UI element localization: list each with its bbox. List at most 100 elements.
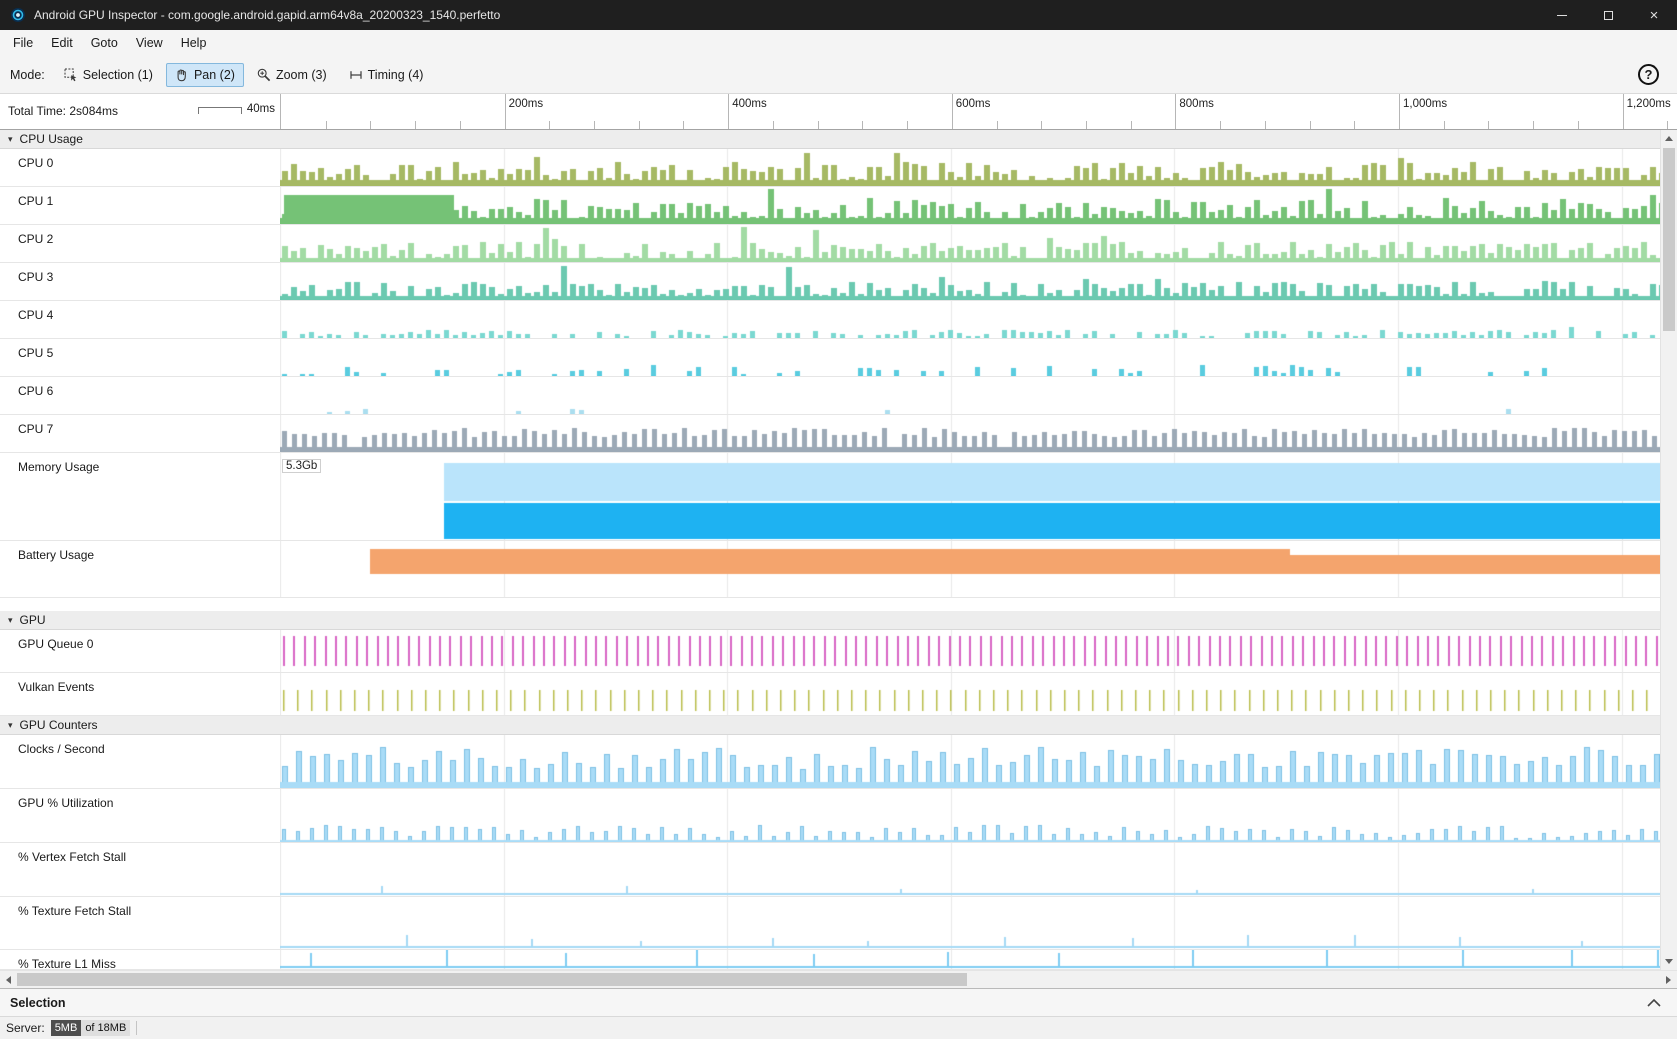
track-row-cpu-6: CPU 6 xyxy=(0,377,1677,415)
track-row-gpu-queue-0: GPU Queue 0 xyxy=(0,630,1677,673)
track-label: GPU Queue 0 xyxy=(18,637,94,651)
track-row-vertex-fetch-stall: % Vertex Fetch Stall xyxy=(0,843,1677,897)
ruler-minor-tick xyxy=(594,121,596,129)
mode-button-selection-1[interactable]: Selection (1) xyxy=(55,63,162,87)
time-scale-indicator: 40ms xyxy=(197,103,275,115)
horizontal-scrollbar-thumb[interactable] xyxy=(17,973,967,986)
help-button[interactable]: ? xyxy=(1638,64,1659,85)
ruler-minor-tick xyxy=(1130,121,1132,129)
track-label: CPU 2 xyxy=(18,232,54,246)
mode-label: Mode: xyxy=(10,67,45,82)
track-chart-area xyxy=(280,225,1677,262)
group-label: GPU xyxy=(19,613,46,627)
track-chart-battery-usage[interactable] xyxy=(280,541,1677,597)
scroll-left-button[interactable] xyxy=(0,971,17,988)
track-chart-gpu-queue-0[interactable] xyxy=(280,630,1677,672)
track-row-cpu-4: CPU 4 xyxy=(0,301,1677,339)
ruler-minor-tick xyxy=(907,121,909,129)
track-label: Vulkan Events xyxy=(18,680,95,694)
server-memory-indicator: 5MB of 18MB xyxy=(50,1020,131,1036)
vertical-scrollbar[interactable] xyxy=(1660,130,1677,970)
memory-value-label: 5.3Gb xyxy=(282,459,322,473)
horizontal-scrollbar[interactable] xyxy=(0,970,1677,988)
track-chart-cpu-0[interactable] xyxy=(280,149,1677,186)
menu-item-edit[interactable]: Edit xyxy=(51,36,73,50)
ruler-tick-label: 800ms xyxy=(1179,98,1214,110)
collapse-chevron-icon[interactable]: ▾ xyxy=(8,133,13,144)
group-header-gpu[interactable]: ▾ GPU xyxy=(0,611,1677,630)
ruler-tick-label: 1,200ms xyxy=(1626,98,1671,110)
group-header-cpu-usage[interactable]: ▾CPU Usage xyxy=(0,130,1677,149)
mode-button-pan-2[interactable]: Pan (2) xyxy=(165,62,244,87)
collapse-chevron-icon[interactable]: ▾ xyxy=(8,719,13,730)
track-label: CPU 0 xyxy=(18,156,54,170)
maximize-button[interactable] xyxy=(1585,0,1631,30)
track-label: Battery Usage xyxy=(18,548,95,562)
track-chart-area xyxy=(280,789,1677,842)
track-row-cpu-1: CPU 1 xyxy=(0,187,1677,225)
mode-button-label: Selection (1) xyxy=(82,67,153,82)
track-chart-area xyxy=(280,415,1677,452)
track-chart-cpu-2[interactable] xyxy=(280,225,1677,262)
track-row-battery-usage: Battery Usage xyxy=(0,541,1677,598)
minimize-button[interactable] xyxy=(1539,0,1585,30)
track-chart-texture-fetch-stall[interactable] xyxy=(280,897,1677,949)
ruler-minor-tick xyxy=(1354,121,1356,129)
track-label: CPU 1 xyxy=(18,194,54,208)
ruler-minor-tick xyxy=(772,121,774,129)
track-chart-area xyxy=(280,541,1677,597)
track-label: % Texture Fetch Stall xyxy=(18,904,132,918)
track-chart-area xyxy=(280,187,1677,224)
ruler-minor-tick xyxy=(683,121,685,129)
mode-button-zoom-3[interactable]: Zoom (3) xyxy=(248,63,336,87)
track-chart-memory-usage[interactable] xyxy=(280,453,1677,540)
track-chart-clocks-second[interactable] xyxy=(280,735,1677,788)
track-label: CPU 3 xyxy=(18,270,54,284)
vertical-scrollbar-thumb[interactable] xyxy=(1663,148,1675,331)
track-chart-cpu-4[interactable] xyxy=(280,301,1677,338)
track-chart-cpu-5[interactable] xyxy=(280,339,1677,376)
menu-item-help[interactable]: Help xyxy=(180,36,207,50)
menu-item-file[interactable]: File xyxy=(13,36,34,50)
track-row-cpu-5: CPU 5 xyxy=(0,339,1677,377)
ruler-minor-tick xyxy=(549,121,551,129)
menu-item-goto[interactable]: Goto xyxy=(90,36,118,50)
track-label: Memory Usage xyxy=(18,460,100,474)
track-chart-cpu-3[interactable] xyxy=(280,263,1677,300)
track-chart-cpu-1[interactable] xyxy=(280,187,1677,224)
group-header-gpu-counters[interactable]: ▾GPU Counters xyxy=(0,716,1677,735)
track-chart-vertex-fetch-stall[interactable] xyxy=(280,843,1677,896)
ruler-minor-tick xyxy=(1309,121,1311,129)
track-chart-vulkan-events[interactable] xyxy=(280,673,1677,715)
memory-used-value: 5MB xyxy=(50,1020,82,1036)
horizontal-scrollbar-track[interactable] xyxy=(17,971,1660,988)
track-chart-cpu-6[interactable] xyxy=(280,377,1677,414)
toolbar-mode-buttons: Selection (1) Pan (2) Zoom (3) Timing (4) xyxy=(55,62,437,87)
mode-button-timing-4[interactable]: Timing (4) xyxy=(340,63,433,87)
ruler-minor-tick xyxy=(862,121,864,129)
ruler-tick-label: 1,000ms xyxy=(1403,98,1448,110)
scroll-right-button[interactable] xyxy=(1660,971,1677,988)
track-chart-area xyxy=(280,301,1677,338)
window-title: Android GPU Inspector - com.google.andro… xyxy=(34,8,501,22)
scroll-down-button[interactable] xyxy=(1661,953,1677,970)
track-chart-texture-l1-miss[interactable] xyxy=(280,950,1677,969)
menu-item-view[interactable]: View xyxy=(135,36,163,50)
track-label: CPU 7 xyxy=(18,422,54,436)
track-chart-area xyxy=(280,843,1677,896)
mode-button-label: Zoom (3) xyxy=(275,67,327,82)
track-chart-cpu-7[interactable] xyxy=(280,415,1677,452)
ruler-minor-tick xyxy=(1533,121,1535,129)
close-button[interactable]: × xyxy=(1631,0,1677,30)
scroll-up-button[interactable] xyxy=(1661,130,1677,147)
expand-panel-button[interactable] xyxy=(1647,998,1661,1007)
selection-panel-title: Selection xyxy=(10,995,66,1010)
ruler-minor-tick xyxy=(1667,121,1669,129)
ruler-major-gridline: 400ms xyxy=(728,94,767,129)
track-chart-gpu-utilization[interactable] xyxy=(280,789,1677,842)
collapse-chevron-icon[interactable]: ▾ xyxy=(8,614,13,625)
ruler-minor-tick xyxy=(325,121,327,129)
app-logo-icon xyxy=(10,7,26,23)
